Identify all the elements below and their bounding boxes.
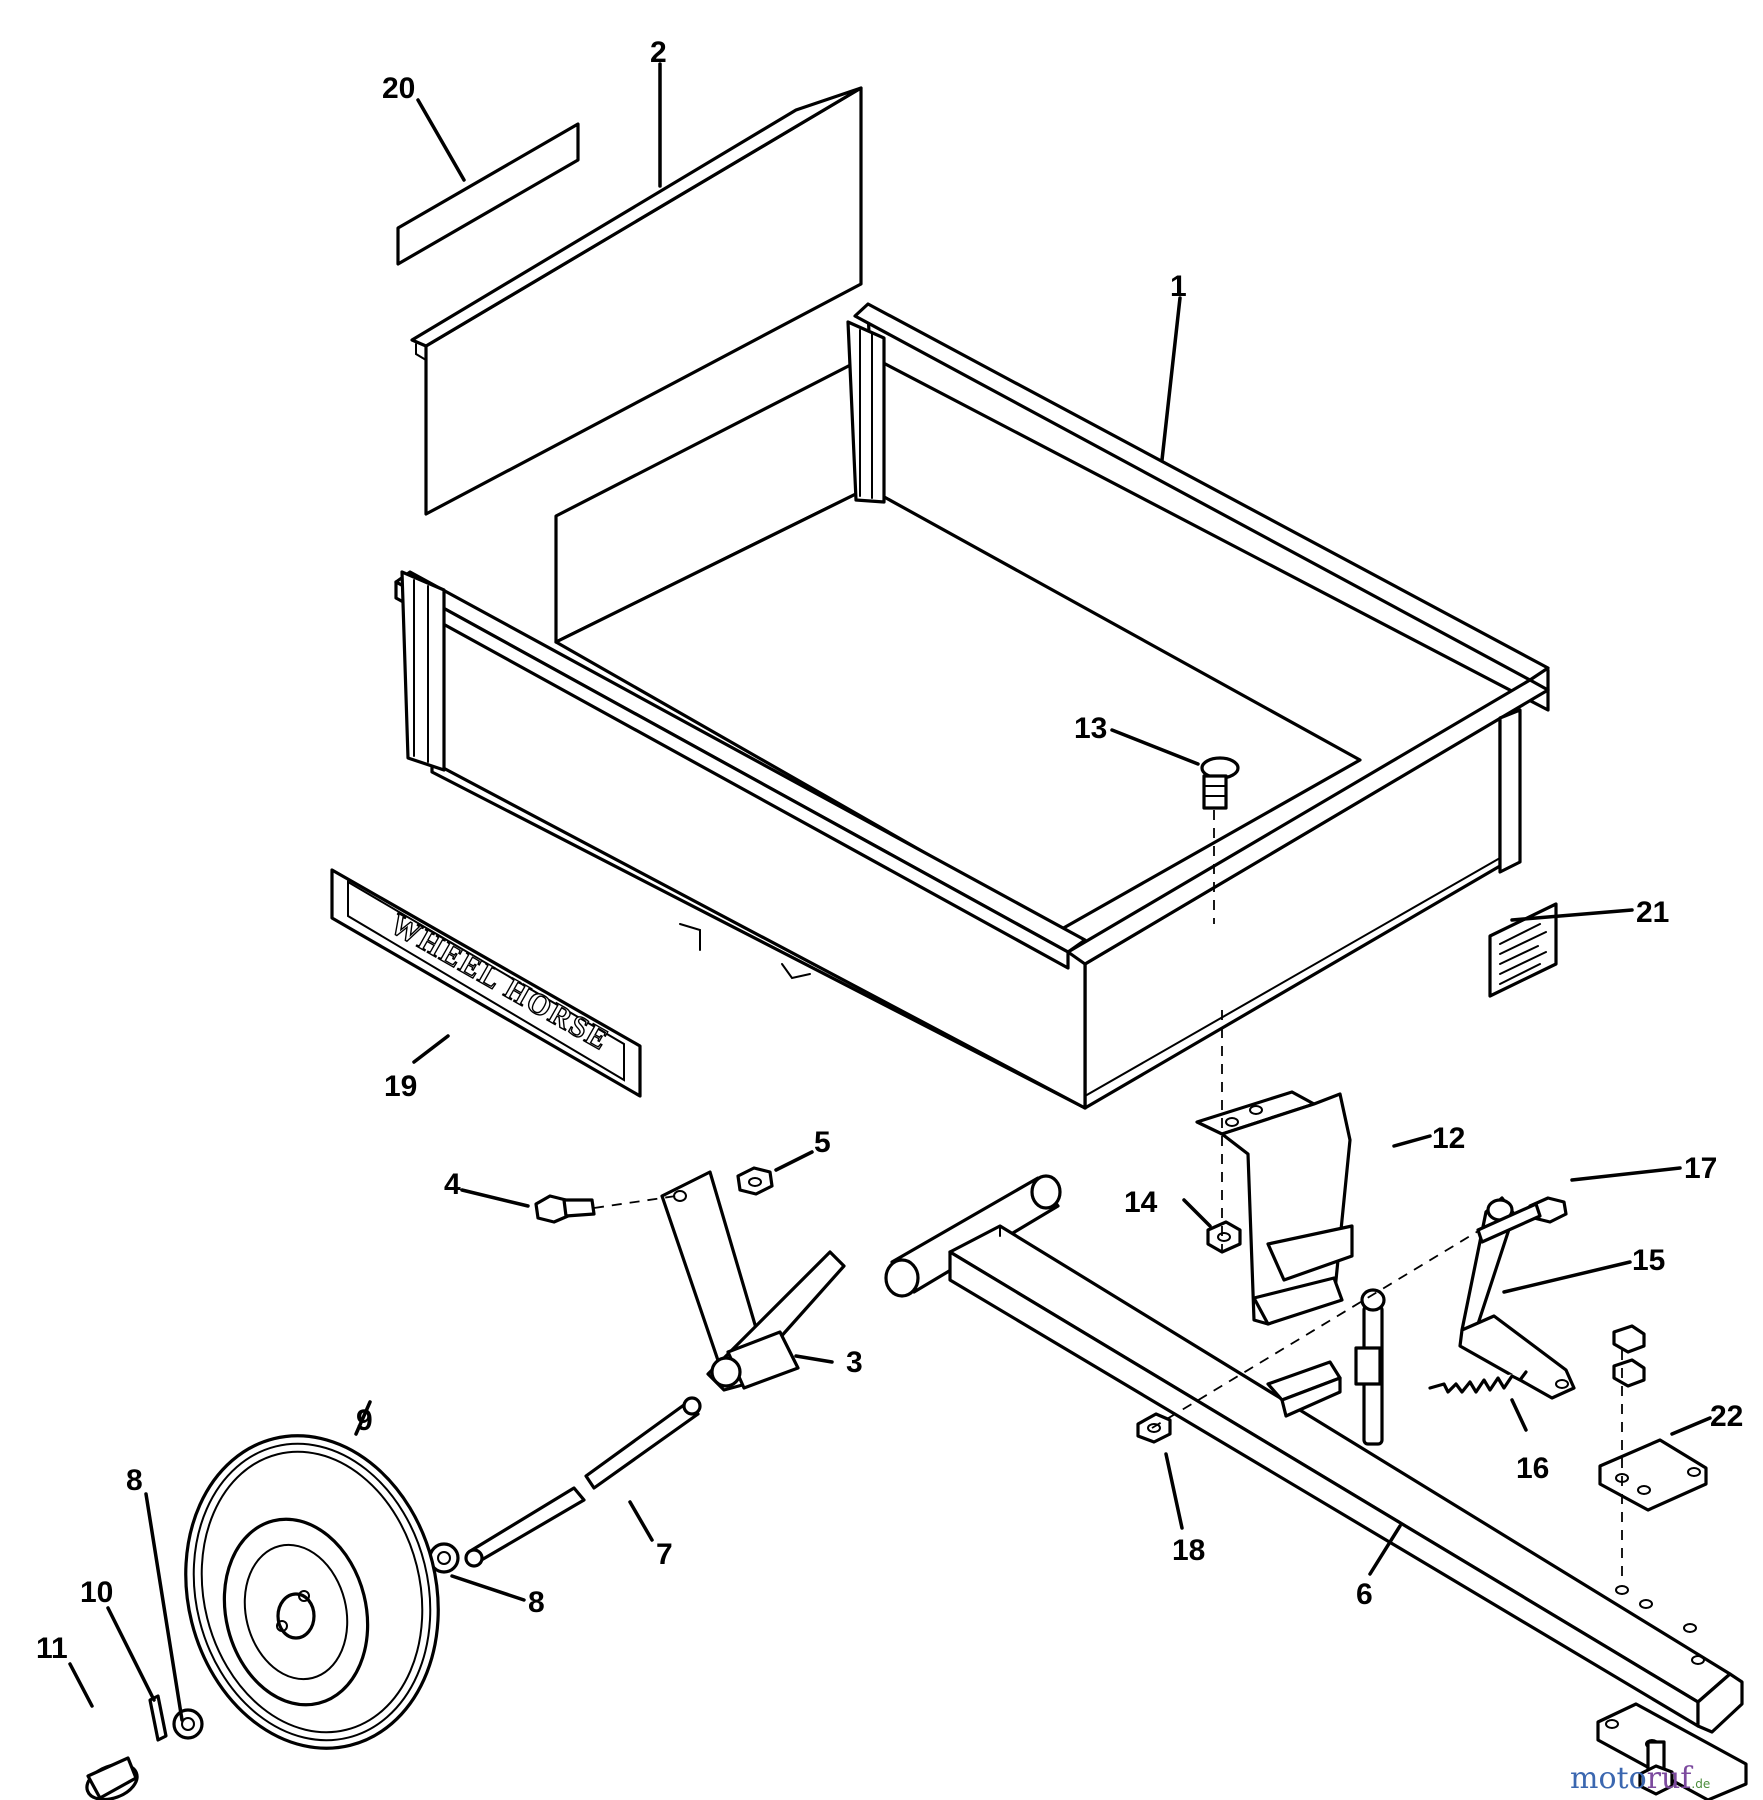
cart-box-part-1	[394, 302, 1550, 1110]
carriage-bolt-part-13	[1200, 756, 1240, 810]
watermark-part-1: moto	[1570, 1761, 1647, 1796]
callout-8-outer: 8	[126, 1464, 143, 1497]
decal-strip-part-20	[396, 122, 580, 266]
watermark-part-3: .de	[1691, 1777, 1710, 1791]
callout-18: 18	[1172, 1534, 1205, 1567]
axle-rod-part-7	[464, 1396, 702, 1568]
lower-plate	[1596, 1702, 1748, 1800]
label-part-21	[1488, 902, 1558, 998]
clamp-plate-part-22	[1598, 1324, 1708, 1512]
spring-part-16	[1428, 1370, 1528, 1394]
mounting-bracket-part-12	[1195, 1090, 1354, 1326]
callout-15: 15	[1632, 1244, 1665, 1277]
wheel-part-9	[184, 1434, 440, 1750]
hitch-pin	[1354, 1288, 1386, 1446]
callout-11: 11	[36, 1632, 68, 1665]
callout-20: 20	[382, 72, 415, 105]
callout-12: 12	[1432, 1122, 1465, 1155]
callout-14: 14	[1124, 1186, 1158, 1219]
bottom-bolt	[1638, 1740, 1674, 1796]
callout-22: 22	[1710, 1400, 1743, 1433]
wheel-horse-decal-part-19: WHEEL HORSE	[330, 868, 642, 1098]
callout-4: 4	[444, 1168, 461, 1201]
callout-7: 7	[656, 1538, 673, 1571]
callout-9: 9	[356, 1404, 373, 1437]
callout-21: 21	[1636, 896, 1669, 929]
latch-arm-part-15	[1458, 1196, 1576, 1400]
bracket-part-3	[660, 1170, 846, 1392]
callout-17: 17	[1684, 1152, 1717, 1185]
cotter-pin-part-10	[148, 1694, 168, 1742]
watermark-logo: motoruf.de	[1570, 1761, 1710, 1796]
decal-text: WHEEL HORSE	[385, 907, 616, 1057]
callout-numbers: 1 2 3 4 5 6 7 8 8 9 10 11 12 13 14 15 16…	[36, 36, 1743, 1665]
callout-19: 19	[384, 1070, 417, 1103]
nut-part-5	[736, 1166, 774, 1196]
bolt-part-4	[534, 1194, 596, 1224]
watermark-part-2: ruf	[1647, 1761, 1694, 1796]
callout-5: 5	[814, 1126, 831, 1159]
nut-part-14	[1206, 1220, 1242, 1254]
callout-10: 10	[80, 1576, 113, 1609]
callout-3: 3	[846, 1346, 863, 1379]
leader-lines	[68, 62, 1712, 1722]
callout-16: 16	[1516, 1452, 1549, 1485]
callout-8-inner: 8	[528, 1586, 545, 1619]
bolt-part-17	[1476, 1196, 1568, 1244]
tailgate-panel-part-2	[410, 86, 863, 516]
callout-6: 6	[1356, 1578, 1373, 1611]
tongue-frame-part-6	[884, 1174, 1744, 1734]
nut-part-18	[1136, 1412, 1172, 1444]
callout-2: 2	[650, 36, 667, 69]
hub-cap-part-11	[85, 1756, 139, 1800]
callout-1: 1	[1170, 270, 1187, 303]
callout-13: 13	[1074, 712, 1107, 745]
washer-part-8-outer	[172, 1708, 204, 1740]
svg-text:motoruf.de: motoruf.de	[1570, 1761, 1710, 1796]
